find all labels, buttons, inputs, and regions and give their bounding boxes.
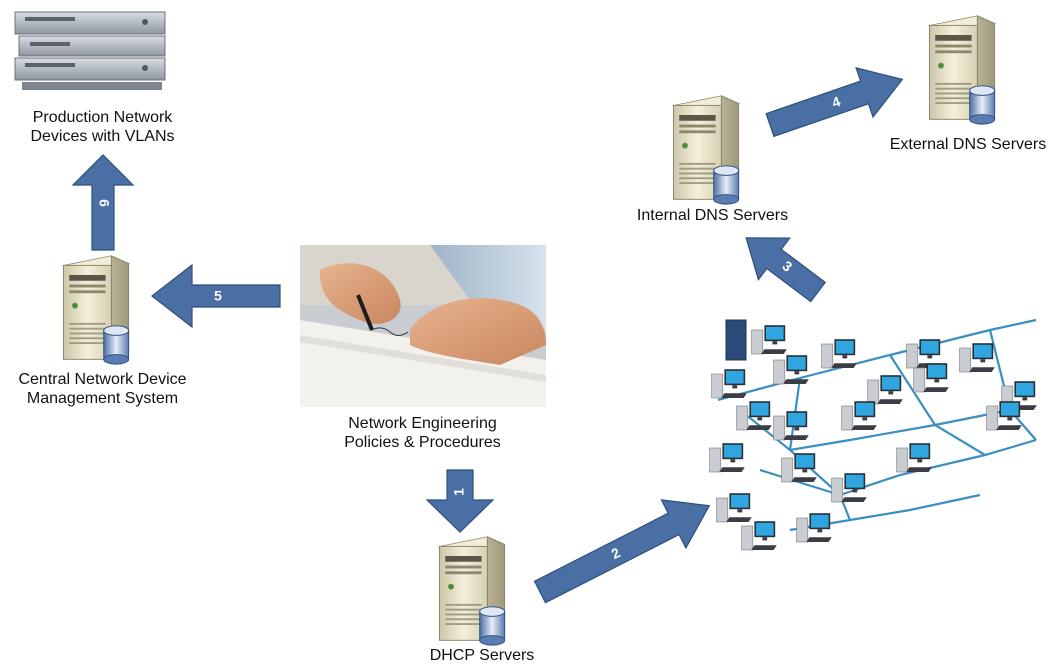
external-dns-server-icon [928, 15, 996, 125]
external-dns-label-line1: External DNS Servers [889, 136, 1047, 153]
dhcp-server-icon [438, 536, 506, 646]
production-devices-label: Production Network Devices with VLANs [10, 108, 195, 146]
internal-dns-server-icon [672, 95, 740, 205]
arrow-6-label: 6 [96, 199, 112, 207]
central-server-icon [62, 255, 130, 365]
policies-label-line1: Network Engineering [348, 415, 497, 432]
policies-label-line2: Policies & Procedures [344, 434, 501, 451]
arrow-1-label: 1 [451, 488, 467, 496]
dhcp-label-line1: DHCP Servers [429, 647, 535, 664]
external-dns-label: External DNS Servers [878, 135, 1058, 154]
arrow-6: 6 [71, 154, 135, 251]
dhcp-servers-label: DHCP Servers [412, 646, 552, 665]
central-label-line1: Central Network Device [18, 371, 187, 388]
internal-dns-label-line1: Internal DNS Servers [636, 207, 789, 224]
arrow-3: 3 [745, 237, 827, 303]
router-stack-icon [14, 11, 166, 90]
arrow-5-label: 5 [214, 288, 222, 304]
central-label-line2: Management System [26, 390, 179, 407]
arrow-4: 4 [765, 67, 904, 138]
arrow-2: 2 [533, 499, 711, 604]
arrow-1: 1 [425, 469, 495, 533]
arrow-5: 5 [151, 263, 281, 329]
central-management-label: Central Network Device Management System [0, 370, 205, 408]
signing-document-photo [300, 245, 546, 407]
internal-dns-label: Internal DNS Servers [620, 206, 805, 225]
production-label-line1: Production Network [32, 109, 173, 126]
computer-network-icon [706, 318, 1038, 565]
production-label-line2: Devices with VLANs [30, 128, 175, 145]
policies-procedures-label: Network Engineering Policies & Procedure… [320, 414, 525, 452]
